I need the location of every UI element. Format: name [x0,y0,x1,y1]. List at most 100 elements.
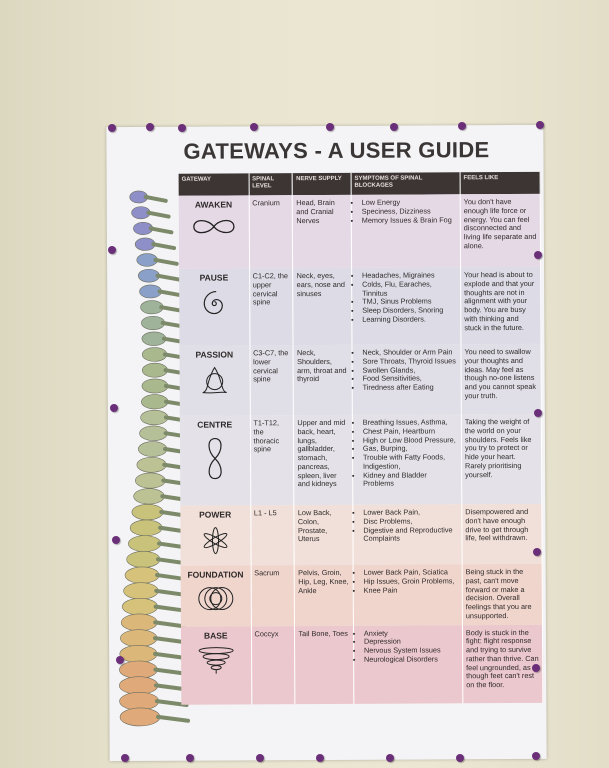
spinal-level: C1-C2, the upper cervical spine [249,268,294,346]
gateway-row-pause: PAUSE C1-C2, the upper cervical spine Ne… [179,266,541,346]
nerve-supply: Head, Brain and Cranial Nerves [292,194,352,269]
symptom-item: Kidney and Bladder Problems [363,470,458,489]
symptom-item: Colds, Flu, Earaches, Tinnitus [362,279,457,298]
feels-like: Your head is about to explode and that y… [460,266,541,345]
flower-icon [183,526,247,556]
gateway-row-power: POWER L1 - L5 Low Back, Colon, Prostate,… [180,503,543,566]
push-pin [533,548,541,556]
spinous-process [153,667,187,676]
push-pin [108,246,116,254]
gateway-name: AWAKEN [194,199,233,210]
push-pin [390,123,398,131]
vertebra [138,441,168,457]
spinal-level: T1-T12, the thoracic spine [249,415,295,506]
feels-like: Body is stuck in the fight: flight respo… [462,624,543,703]
gateway-row-centre: CENTRE T1-T12, the thoracic spine Upper … [179,413,542,506]
vertebra [122,598,158,616]
spinous-process [162,462,192,471]
vertebra [119,707,161,727]
feels-like: You don't have enough life force or ener… [460,193,541,268]
spinous-process [160,494,191,503]
spinous-process [151,242,177,251]
triquetra-icon [183,366,247,396]
gateway-cell: CENTRE [179,415,251,506]
symptom-item: Memory Issues & Brain Fog [362,215,457,225]
feels-like: Disempowered and don't have enough drive… [461,503,543,565]
spinous-process [155,273,182,282]
gateway-row-foundation: FOUNDATION Sacrum Pelvis, Groin, Hip, Le… [180,563,543,627]
symptom-item: Trouble with Fatty Foods, Indigestion, [363,452,458,471]
gateway-cell: PASSION [179,345,250,416]
vertebra [140,409,169,426]
spinous-process [143,194,168,203]
push-pin [534,251,542,259]
column-header: FEELS LIKE [460,171,541,195]
nerve-supply: Neck, Shoulders, arm, throat and thyroid [293,344,353,416]
gateway-name: BASE [203,630,228,641]
spinal-level: L1 - L5 [250,505,295,566]
spinous-process [153,636,186,644]
gateway-name: CENTRE [197,419,233,430]
push-pin [121,754,129,762]
vertebra [136,456,167,473]
spinous-process [156,714,191,723]
spinous-process [157,289,184,298]
spinous-process [163,415,193,424]
nerve-supply: Pelvis, Groin, Hip, Leg, Knee, Ankle [294,564,354,626]
spinous-process [161,336,189,345]
feels-like: Being stuck in the past, can't move forw… [462,563,543,625]
push-pin [532,752,540,760]
symptoms-cell: AnxietyDepressionNervous System IssuesNe… [353,624,463,704]
nerve-supply: Neck, eyes, ears, nose and sinuses [293,267,352,346]
gateway-cell: AWAKEN [178,195,250,269]
symptom-item: Tiredness after Eating [363,382,458,392]
vertebra [119,692,160,711]
nerve-supply: Tail Bone, Toes [294,625,354,704]
gateway-name: PAUSE [199,272,229,283]
spinous-process [159,510,190,518]
push-pin [456,754,464,762]
spinous-process [162,446,192,455]
spinous-process [159,305,186,314]
gateway-cell: POWER [180,505,251,566]
spinal-level: Sacrum [250,565,295,626]
symptoms-cell: Lower Back Pain, SciaticaHip Issues, Gro… [353,564,463,626]
symptom-item: Knee Pain [364,585,459,595]
symptoms-cell: Low EnergySpeciness, DizzinessMemory Iss… [351,194,461,268]
push-pin [316,754,324,762]
symptom-item: Neurological Disorders [364,654,459,664]
spinous-process [154,588,186,597]
vertebra [120,613,158,632]
gateway-name: PASSION [195,349,234,360]
spinous-process [148,226,174,235]
nerve-supply: Low Back, Colon, Prostate, Uterus [294,504,354,566]
vertebra [135,472,166,489]
gateway-cell: BASE [180,625,252,705]
push-pin [110,404,118,412]
vertebra [123,582,159,600]
vertebra [133,488,165,505]
spinous-process [153,257,179,266]
spinal-level: C3-C7, the lower cervical spine [249,345,294,416]
push-pin [146,123,154,131]
gateway-cell: FOUNDATION [180,565,252,627]
nerve-supply: Upper and mid back, heart, lungs, gallbl… [293,414,353,506]
column-header: NERVE SUPPLY [292,172,352,196]
vertebra [120,629,158,648]
spinous-process [157,541,188,550]
vertebra [119,660,158,679]
spinous-process [158,525,189,534]
feels-like: Taking the weight of the world on your s… [461,413,542,505]
vertebra [124,566,160,584]
spinous-process [153,620,186,629]
spinous-process [153,604,186,613]
infinity-icon [182,216,246,238]
symptoms-cell: Lower Back Pain,Disc Problems,Digestive … [352,504,463,565]
vertebra [129,519,163,537]
rings-icon [184,586,248,612]
column-header: SPINAL LEVEL [248,173,293,196]
spinous-process [146,210,171,219]
spinous-process [163,431,193,440]
vertebra [139,425,168,441]
